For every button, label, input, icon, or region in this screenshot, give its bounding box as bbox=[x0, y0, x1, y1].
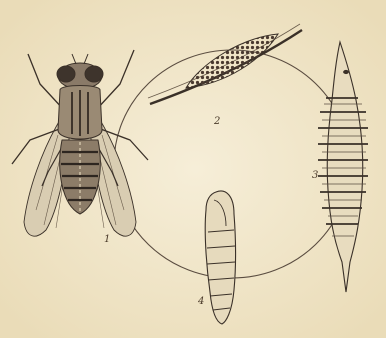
label-adult: 1 bbox=[104, 234, 110, 245]
label-eggs: 2 bbox=[213, 116, 220, 127]
label-pupa: 4 bbox=[197, 296, 204, 307]
right-margin bbox=[386, 0, 390, 338]
label-larva: 3 bbox=[312, 170, 318, 181]
